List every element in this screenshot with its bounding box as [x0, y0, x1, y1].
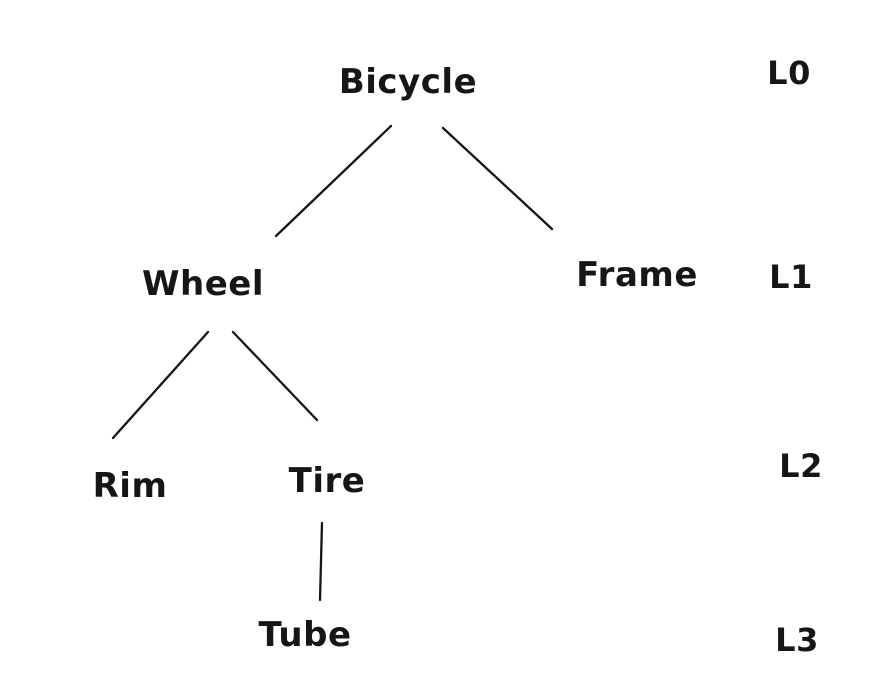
- tree-edge-tire-tube: [318, 521, 324, 602]
- tree-node-bicycle: Bicycle: [338, 62, 478, 102]
- level-label-l2: L2: [779, 447, 823, 485]
- level-label-l0: L0: [767, 54, 811, 92]
- tree-node-frame: Frame: [576, 255, 698, 295]
- tree-node-tube: Tube: [258, 615, 352, 655]
- level-label-l1: L1: [769, 258, 813, 296]
- tree-node-tire: Tire: [288, 461, 366, 501]
- tree-edge-wheel-tire: [231, 330, 319, 422]
- tree-node-rim: Rim: [92, 466, 168, 506]
- tree-edge-bicycle-wheel: [274, 124, 393, 238]
- level-label-l3: L3: [775, 621, 819, 659]
- tree-edge-wheel-rim: [111, 330, 210, 440]
- tree-node-wheel: Wheel: [142, 264, 264, 304]
- tree-edge-bicycle-frame: [441, 126, 554, 231]
